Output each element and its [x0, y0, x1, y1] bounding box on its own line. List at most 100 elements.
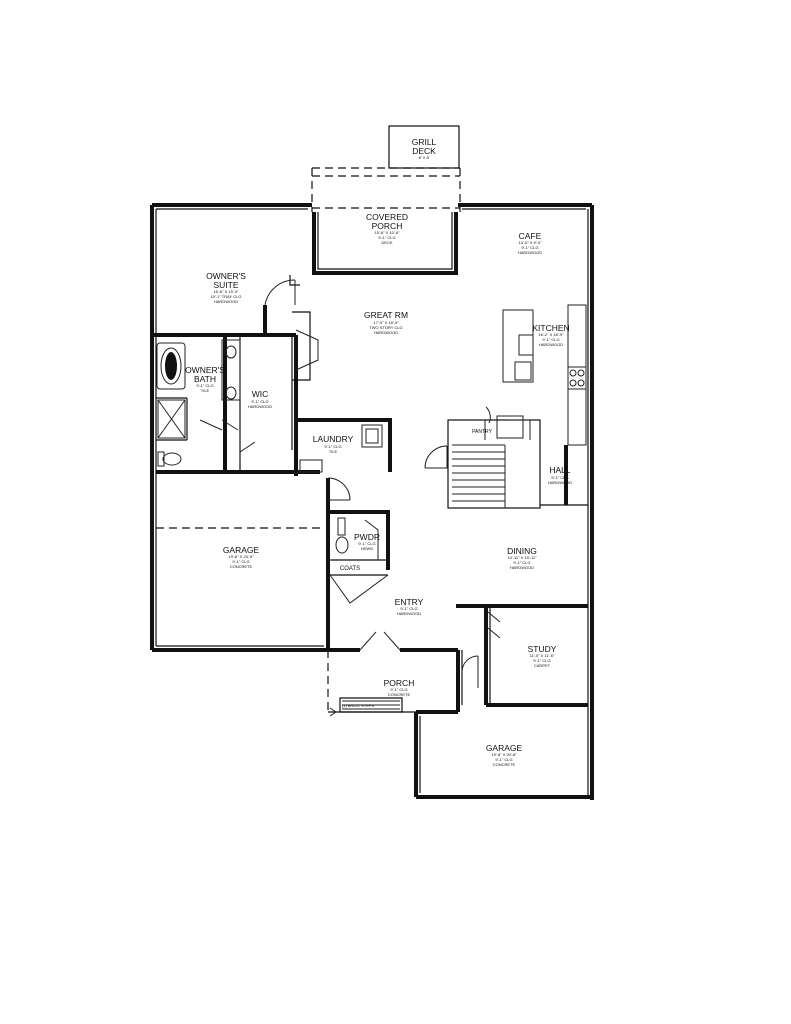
- cafe-name: CAFE: [519, 231, 542, 241]
- porch-clg: 9'-1" CLG: [390, 687, 407, 692]
- laundry-clg: 9'-1" CLG: [324, 444, 341, 449]
- owners-bath-floor: TILE: [201, 388, 210, 393]
- label-garage-main: GARAGE 19'-8" X 23'-9" 9'-1" CLG CONCRET…: [223, 545, 260, 569]
- label-cafe: CAFE 14'-0" X 9'-0" 9'-1" CLG HARDWOOD: [518, 231, 542, 255]
- tub: [156, 342, 186, 390]
- covered-porch-name2: PORCH: [372, 221, 403, 231]
- covered-porch-outline: [311, 167, 461, 275]
- pwdr-floor: HDWD: [361, 546, 374, 551]
- great-rm-name: GREAT RM: [364, 310, 408, 320]
- label-grill-deck: GRILL DECK 8' X 8': [412, 137, 437, 160]
- label-wic: WIC 9'-1" CLG HARDWOOD: [248, 389, 272, 409]
- dining-study-walls: [456, 604, 588, 707]
- entry-walls: [328, 631, 479, 712]
- owners-suite-floor: HARDWOOD: [214, 299, 238, 304]
- entry-name: ENTRY: [395, 597, 424, 607]
- bath-doors: [199, 419, 256, 453]
- kitchen-floor: HARDWOOD: [539, 342, 563, 347]
- dining-name: DINING: [507, 546, 537, 556]
- study-dims: 11'-0" X 11'-6": [530, 653, 555, 658]
- label-garage-front: GARAGE 19'-8" X 20'-8" 9'-1" CLG CONCRET…: [486, 743, 523, 767]
- laundry-floor: TILE: [329, 449, 338, 454]
- vanity-sinks: [221, 339, 241, 401]
- owners-bath-name: OWNER'S: [185, 365, 225, 375]
- owners-suite-door: [264, 279, 296, 306]
- wic-floor: HARDWOOD: [248, 404, 272, 409]
- owners-suite-clg: 10'-1" TRAY CLG: [211, 294, 242, 299]
- wic-name: WIC: [252, 389, 269, 399]
- hall-walls: [540, 445, 588, 506]
- study-clg: 9'-1" CLG: [533, 658, 550, 663]
- fireplace: [289, 275, 319, 381]
- pwdr-clg: 9'-1" CLG: [358, 541, 375, 546]
- label-great-rm: GREAT RM 17'-0" X 18'-9" TWO STORY CLG H…: [364, 310, 408, 335]
- garage-main-dims: 19'-8" X 23'-9": [228, 554, 254, 559]
- hall-floor: HARDWOOD: [548, 480, 572, 485]
- owners-suite-name2: SUITE: [213, 280, 238, 290]
- kitchen-clg: 9'-1" CLG: [542, 337, 559, 342]
- study-floor: CARPET: [534, 663, 551, 668]
- label-coats: COATS: [340, 566, 360, 572]
- laundry-walls: [294, 418, 392, 476]
- dining-floor: HARDWOOD: [510, 565, 534, 570]
- garage-door-swing: [327, 477, 351, 501]
- shower: [157, 399, 186, 439]
- entry-floor: HARDWOOD: [397, 611, 421, 616]
- hall-name: HALL: [549, 465, 571, 475]
- stair-door: [424, 445, 448, 469]
- label-pwdr: PWDR 9'-1" CLG HDWD: [354, 532, 380, 551]
- porch-name: PORCH: [384, 678, 415, 688]
- garage-front-dims: 19'-8" X 20'-8": [491, 752, 517, 757]
- owners-suite-name: OWNER'S: [206, 271, 246, 281]
- toilet-owners-bath: [157, 451, 182, 467]
- owners-bath-clg: 9'-1" CLG: [196, 383, 213, 388]
- pwdr-name: PWDR: [354, 532, 380, 542]
- stairs: [447, 406, 541, 509]
- owners-suite-walls: [152, 305, 320, 474]
- garage-front-clg: 9'-1" CLG: [495, 757, 512, 762]
- room-labels: GRILL DECK 8' X 8' COVERED PORCH 15'-8" …: [185, 137, 572, 767]
- label-study: STUDY 11'-0" X 11'-6" 9'-1" CLG CARPET: [528, 644, 557, 668]
- grill-deck-dims: 8' X 8': [419, 155, 430, 160]
- label-porch: PORCH 9'-1" CLG CONCRETE: [384, 678, 415, 697]
- label-laundry: LAUNDRY 9'-1" CLG TILE: [313, 434, 354, 454]
- covered-porch-dims: 15'-8" X 10'-6": [374, 230, 400, 235]
- grill-deck-name: GRILL: [412, 137, 437, 147]
- porch-floor: CONCRETE: [388, 692, 411, 697]
- label-owners-bath: OWNER'S BATH 9'-1" CLG TILE: [185, 365, 225, 393]
- cafe-floor: HARDWOOD: [518, 250, 542, 255]
- great-rm-dims: 17'-0" X 18'-9": [373, 320, 399, 325]
- kitchen-fixtures: [502, 304, 587, 446]
- label-kitchen: KITCHEN 16'-2" X 18'-9" 9'-1" CLG HARDWO…: [532, 323, 569, 347]
- hall-clg: 9'-1" CLG: [551, 475, 568, 480]
- covered-porch-floor: DECK: [381, 240, 392, 245]
- garage-main-floor: CONCRETE: [230, 564, 253, 569]
- label-owners-suite: OWNER'S SUITE 16'-6" X 15'-9" 10'-1" TRA…: [206, 271, 246, 304]
- exterior-walls: [150, 203, 594, 800]
- wic-clg: 9'-1" CLG: [251, 399, 268, 404]
- covered-porch-name: COVERED: [366, 212, 408, 222]
- covered-porch-clg: 9'-1" CLG: [378, 235, 395, 240]
- dining-clg: 9'-1" CLG: [513, 560, 530, 565]
- label-dining: DINING 14'-11" X 15'-11" 9'-1" CLG HARDW…: [507, 546, 537, 570]
- garage-main-name: GARAGE: [223, 545, 260, 555]
- label-covered-porch: COVERED PORCH 15'-8" X 10'-6" 9'-1" CLG …: [366, 212, 408, 245]
- garage-front-floor: CONCRETE: [493, 762, 516, 767]
- garage-front-walls: [416, 710, 458, 793]
- brick-steps-name: (3) BRICK STEPS: [342, 703, 375, 708]
- great-rm-floor: HARDWOOD: [374, 330, 398, 335]
- kitchen-dims: 16'-2" X 18'-9": [538, 332, 564, 337]
- label-brick-steps: (3) BRICK STEPS: [342, 703, 375, 708]
- kitchen-name: KITCHEN: [532, 323, 569, 333]
- owners-bath-name2: BATH: [194, 374, 216, 384]
- powder-coats-walls: [328, 510, 390, 604]
- study-name: STUDY: [528, 644, 557, 654]
- label-entry: ENTRY 9'-1" CLG HARDWOOD: [395, 597, 424, 616]
- garage-main-clg: 9'-1" CLG: [232, 559, 249, 564]
- entry-clg: 9'-1" CLG: [400, 606, 417, 611]
- cafe-clg: 9'-1" CLG: [521, 245, 538, 250]
- laundry-name: LAUNDRY: [313, 434, 354, 444]
- label-pantry: PANTRY: [472, 429, 492, 435]
- label-hall: HALL 9'-1" CLG HARDWOOD: [548, 465, 572, 485]
- dining-dims: 14'-11" X 15'-11": [507, 555, 537, 560]
